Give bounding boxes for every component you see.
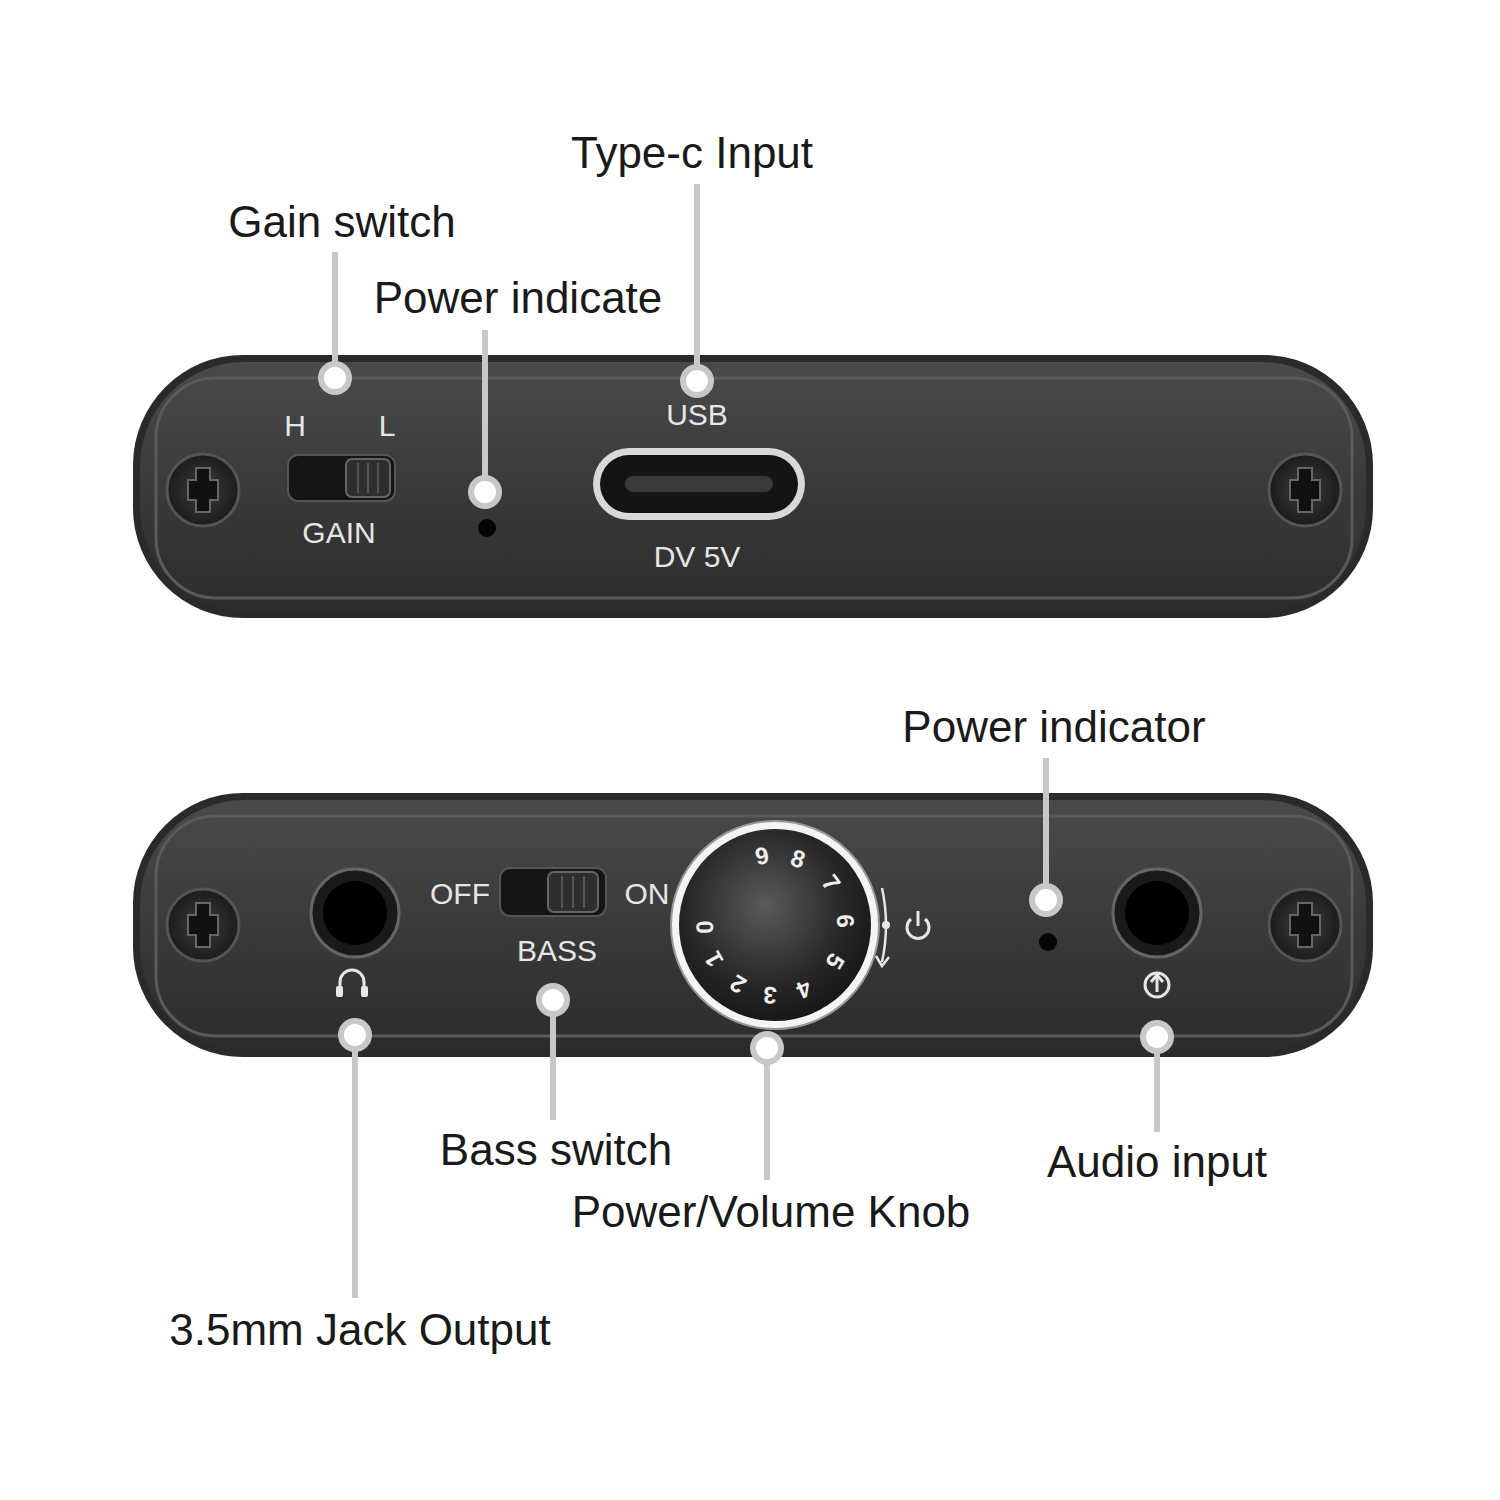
callout-label: Bass switch (440, 1128, 672, 1172)
callout-label: Power indicator (902, 705, 1205, 749)
callout-label: Power/Volume Knob (572, 1190, 971, 1234)
callout-label: Gain switch (228, 200, 455, 244)
bottom-panel (133, 793, 1373, 1057)
switch-position: OFF (430, 879, 490, 909)
dial-number: 6 (833, 914, 858, 929)
switch-position: H (284, 411, 306, 441)
callout-label: Power indicate (374, 276, 663, 320)
callout-label: 3.5mm Jack Output (169, 1308, 550, 1352)
switch-position: L (379, 411, 396, 441)
dial-number: 0 (693, 920, 717, 934)
port-label: USB (666, 400, 728, 430)
switch-label: BASS (517, 936, 597, 966)
dial-number: 3 (763, 982, 778, 1007)
port-label: DV 5V (654, 542, 741, 572)
callout-label: Audio input (1047, 1140, 1267, 1184)
switch-label: GAIN (302, 518, 375, 548)
switch-position: ON (625, 879, 670, 909)
callout-label: Type-c Input (571, 131, 813, 175)
top-panel (133, 355, 1373, 618)
